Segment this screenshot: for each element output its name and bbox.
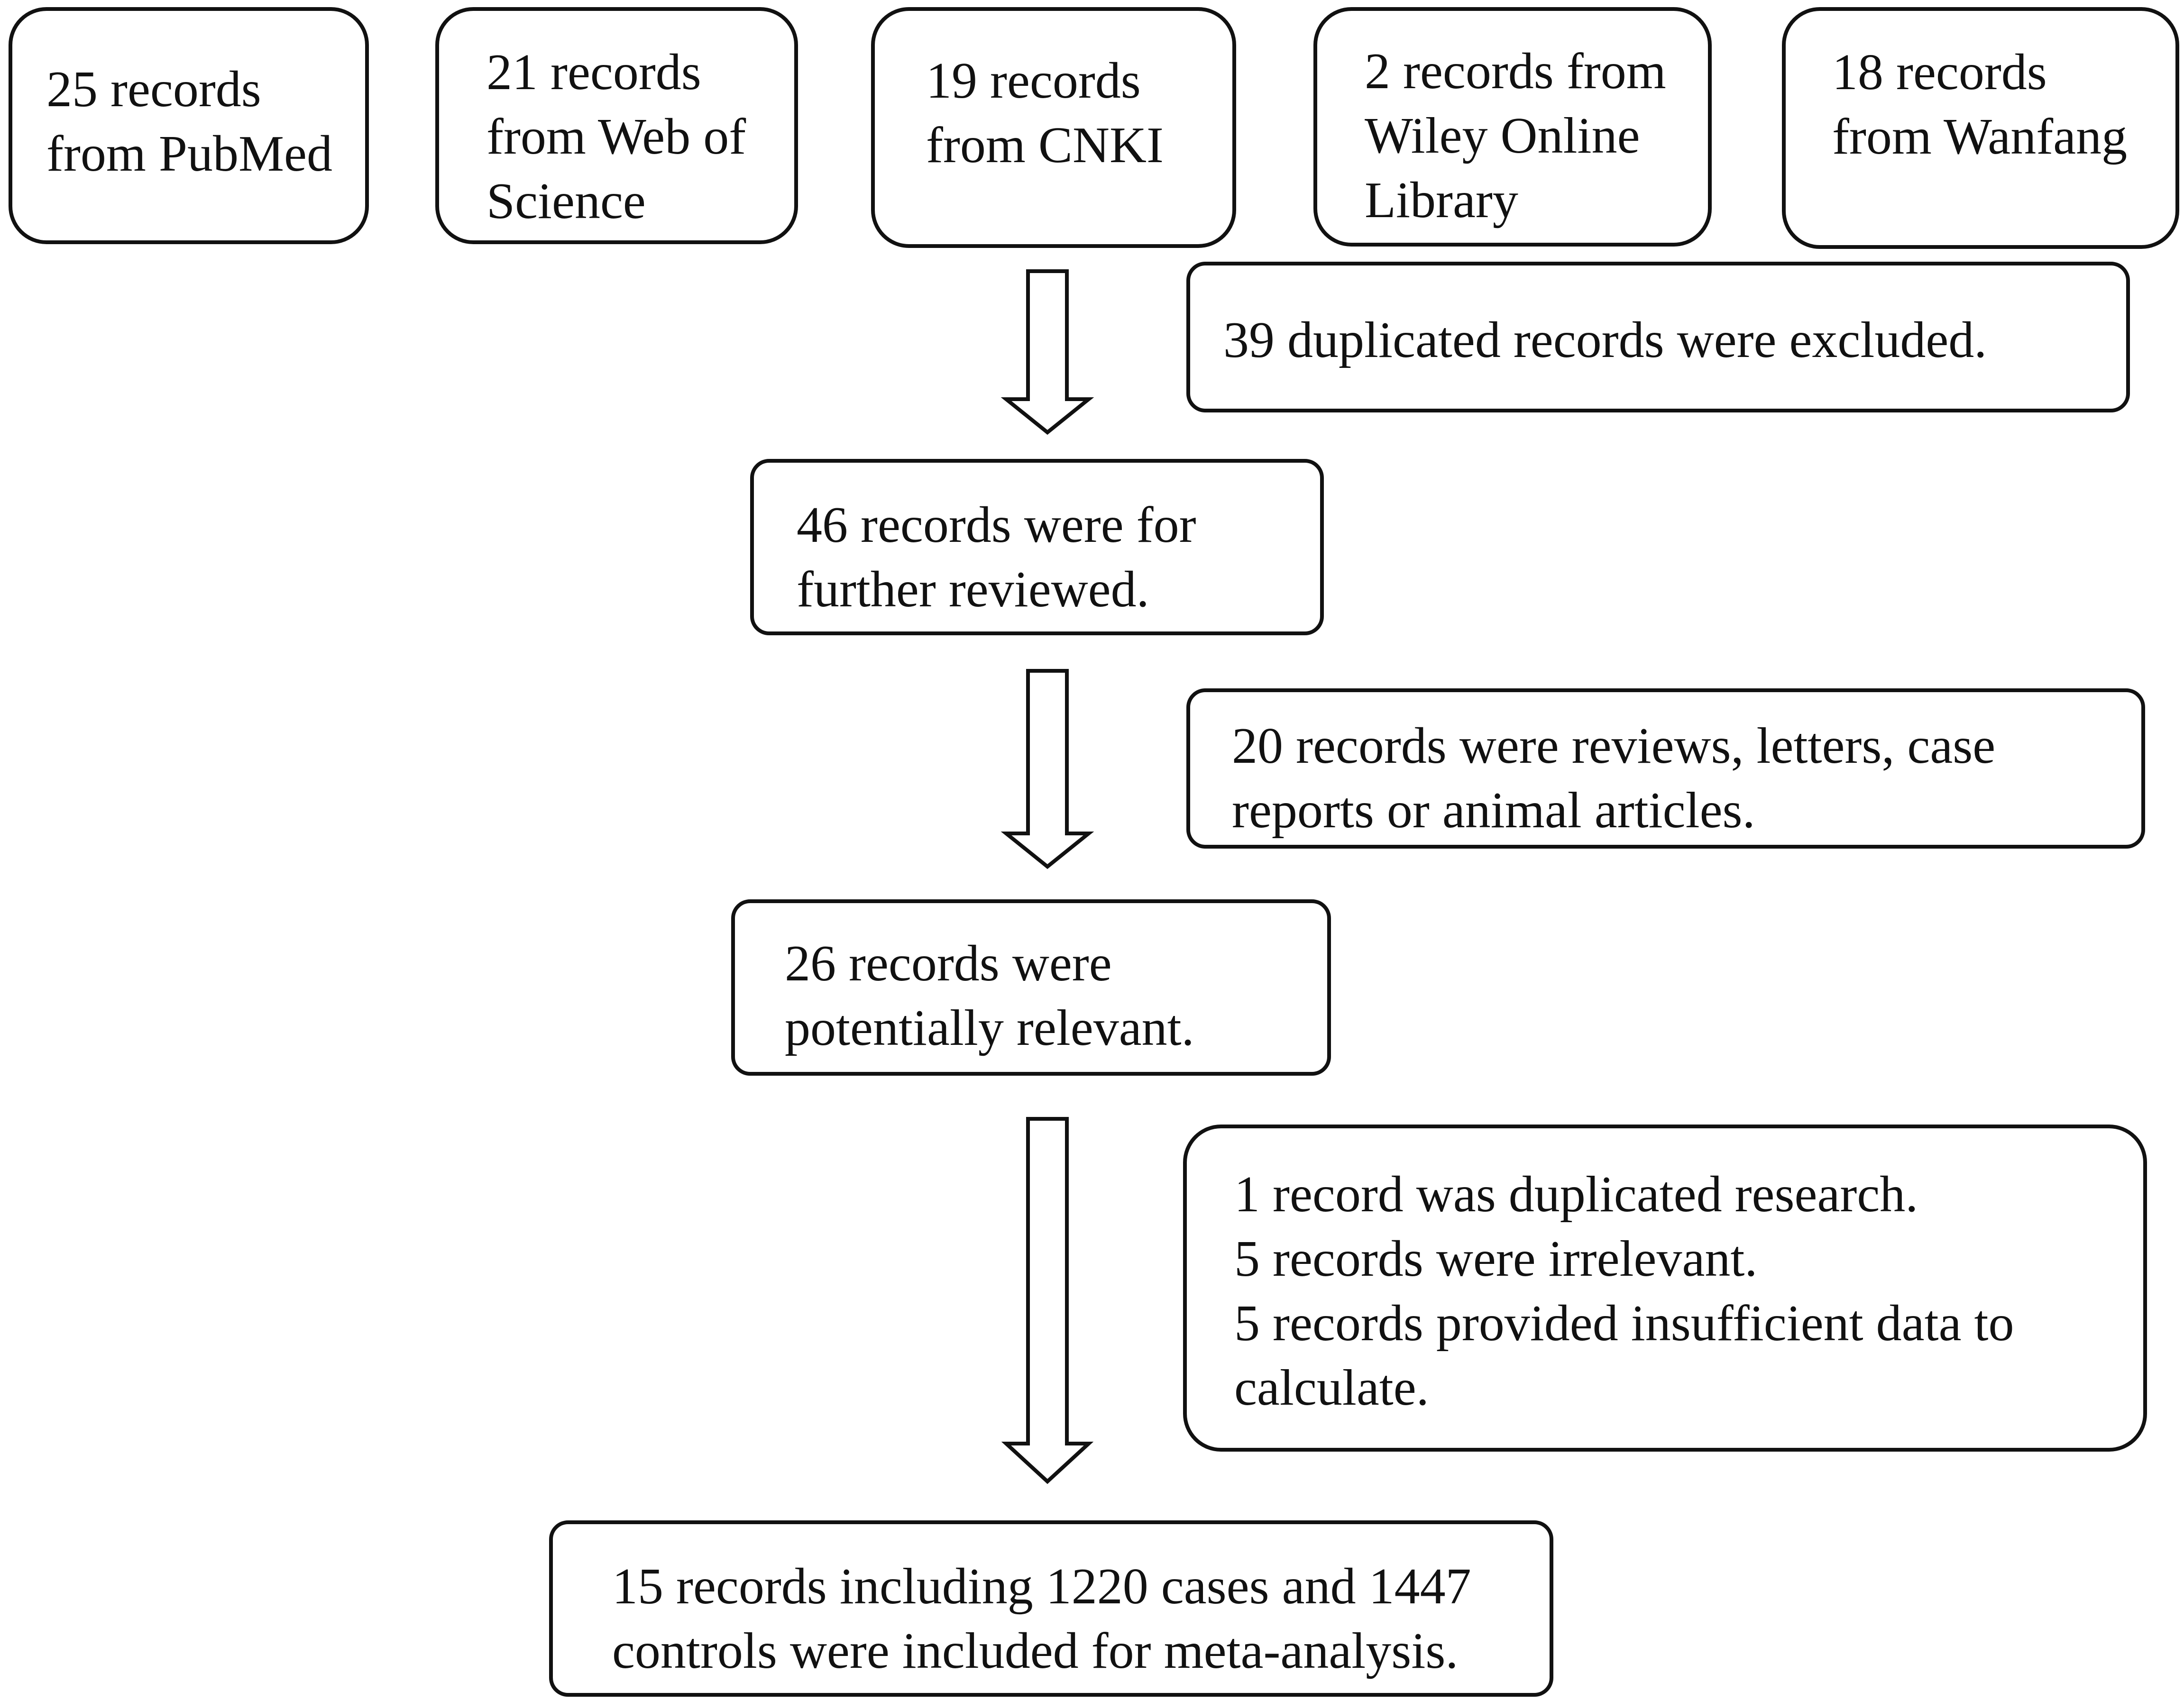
box-text-line: 18 records: [1832, 44, 2047, 101]
box-text-line: from Web of: [486, 109, 746, 165]
source-box-web-of-science: 21 records from Web of Science: [435, 7, 798, 244]
source-box-pubmed: 25 records from PubMed: [9, 7, 369, 244]
source-box-cnki: 19 records from CNKI: [871, 7, 1236, 248]
step-box-further-reviewed: 46 records were for further reviewed.: [750, 459, 1324, 635]
box-text-line: controls were included for meta-analysis…: [612, 1623, 1459, 1679]
box-text-line: from CNKI: [926, 117, 1164, 174]
box-text-line: 20 records were reviews, letters, case: [1232, 718, 1996, 774]
box-text-line: 25 records: [46, 61, 261, 118]
final-box-included: 15 records including 1220 cases and 1447…: [549, 1520, 1553, 1697]
box-text-line: 5 records provided insufficient data to: [1234, 1295, 2014, 1352]
box-text-line: potentially relevant.: [785, 1000, 1194, 1056]
down-arrow-icon: [1001, 1117, 1094, 1484]
box-text-line: 21 records: [486, 44, 701, 101]
box-text-line: Wiley Online: [1365, 108, 1640, 164]
box-text-line: 26 records were: [785, 935, 1112, 992]
box-text-line: calculate.: [1234, 1360, 1429, 1416]
box-text-line: from PubMed: [46, 126, 332, 182]
source-box-wanfang: 18 records from Wanfang: [1782, 7, 2179, 249]
exclusion-box-reviews: 20 records were reviews, letters, case r…: [1186, 688, 2145, 849]
box-text-line: further reviewed.: [797, 561, 1149, 618]
box-text-line: 2 records from: [1365, 43, 1666, 100]
box-text-line: 1 record was duplicated research.: [1234, 1166, 1918, 1223]
box-text-line: 46 records were for: [797, 497, 1196, 553]
source-box-wiley: 2 records from Wiley Online Library: [1313, 7, 1712, 247]
step-box-potentially-relevant: 26 records were potentially relevant.: [731, 899, 1331, 1076]
down-arrow-icon: [1000, 269, 1094, 435]
box-text-line: reports or animal articles.: [1232, 782, 1755, 839]
box-text-line: 19 records: [926, 53, 1141, 109]
exclusion-box-ineligible: 1 record was duplicated research. 5 reco…: [1183, 1125, 2147, 1452]
box-text-line: Science: [486, 173, 646, 229]
box-text-line: from Wanfang: [1832, 109, 2128, 165]
box-text-line: 5 records were irrelevant.: [1234, 1231, 1758, 1287]
down-arrow-icon: [1000, 669, 1094, 869]
box-text-line: 39 duplicated records were excluded.: [1223, 312, 1987, 368]
exclusion-box-duplicates: 39 duplicated records were excluded.: [1186, 262, 2130, 412]
box-text-line: Library: [1365, 172, 1518, 229]
box-text-line: 15 records including 1220 cases and 1447: [612, 1558, 1471, 1615]
